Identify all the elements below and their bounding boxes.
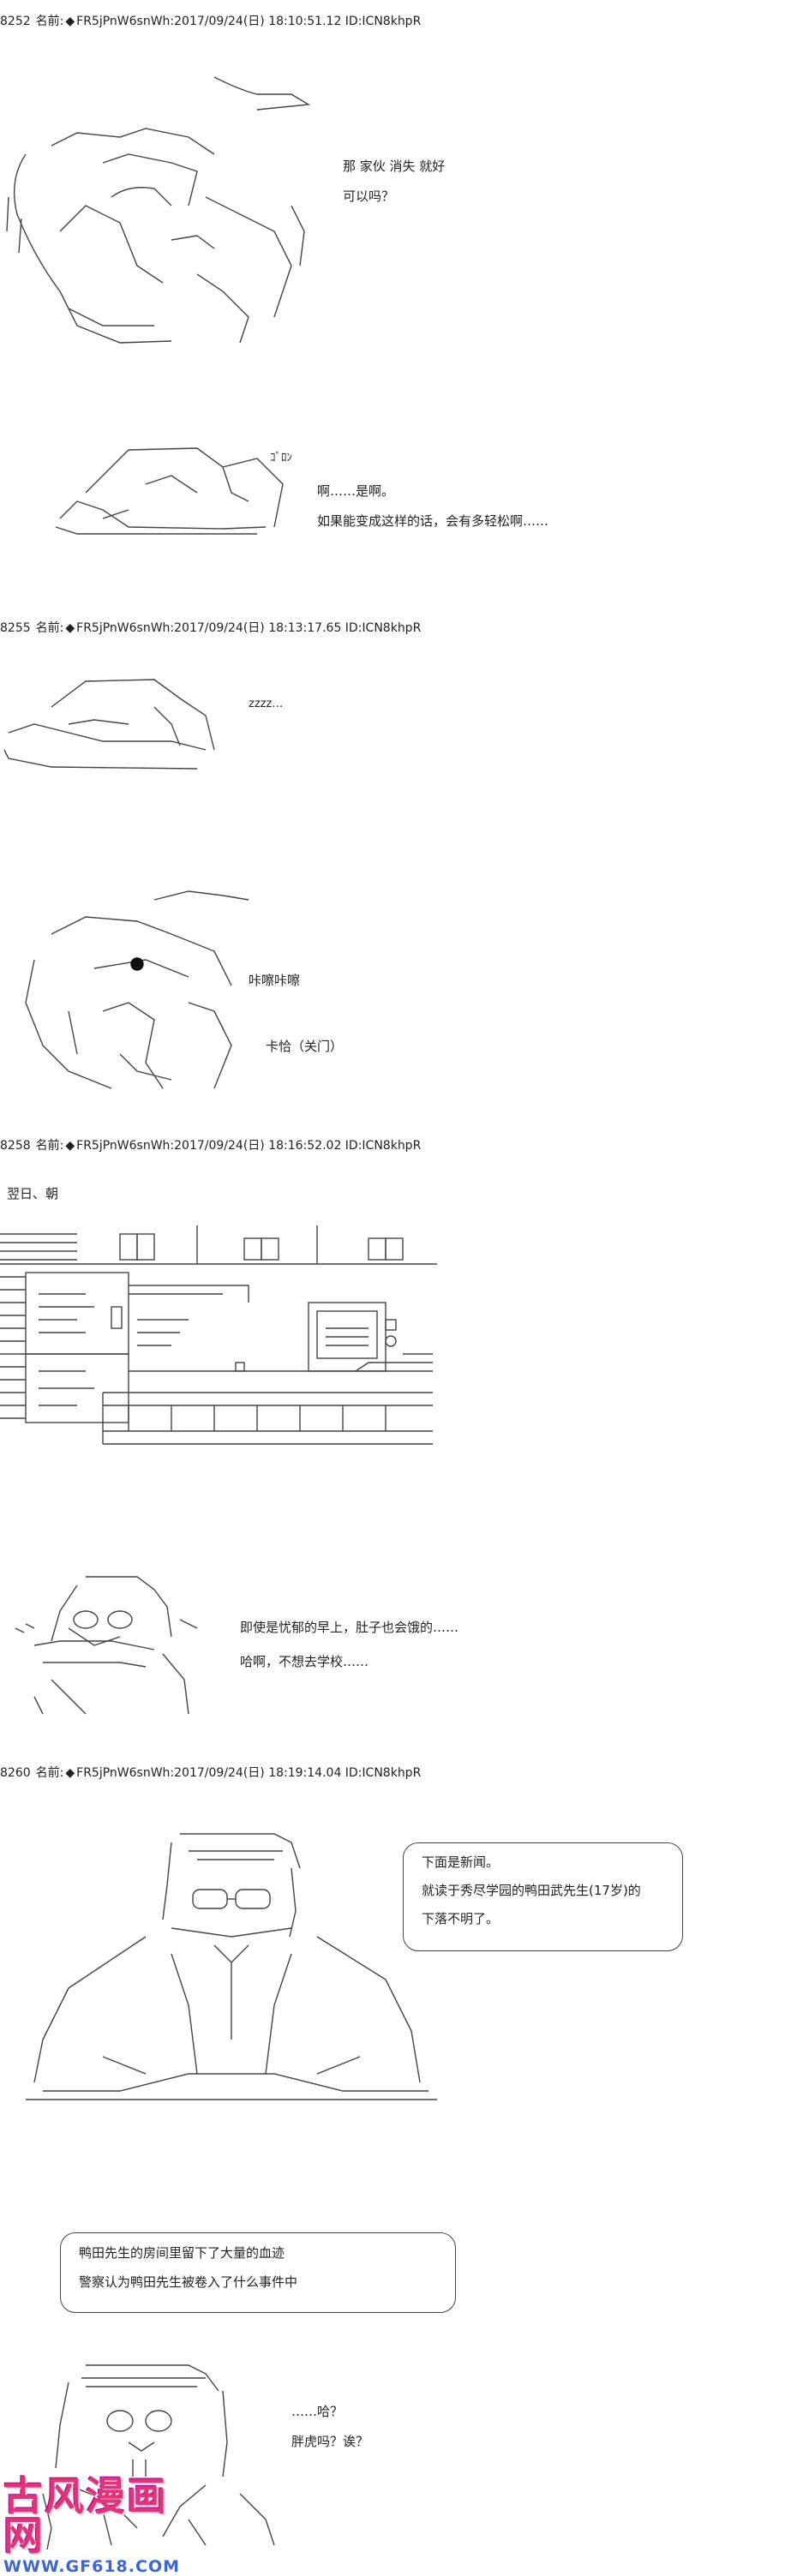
dialogue-line: 胖虎吗？诶？: [291, 2434, 369, 2449]
post-timestamp: :2017/09/24(日) 18:19:14.04 ID:ICN8khpR: [170, 1766, 422, 1780]
post-timestamp: :2017/09/24(日) 18:16:52.02 ID:ICN8khpR: [170, 1139, 422, 1153]
dialogue-line: 那 家伙 消失 就好: [343, 159, 446, 174]
post-name-label: 名前:: [35, 15, 64, 28]
news-line: 鸭田先生的房间里留下了大量的血迹: [79, 2245, 285, 2261]
dialogue-line: ……哈？: [291, 2404, 344, 2419]
post-trip: FR5jPnW6snWh: [76, 1766, 171, 1780]
dialogue-line: 哈啊，不想去学校……: [240, 1654, 369, 1669]
post-trip: FR5jPnW6snWh: [76, 15, 171, 28]
post-number: 8252: [0, 15, 31, 28]
post-header-8260: 8260 名前:◆FR5jPnW6snWh:2017/09/24(日) 18:19…: [0, 1764, 421, 1781]
news-speech-bubble: [403, 1842, 683, 1951]
sound-effect: ｺﾞﾛﾝ: [270, 452, 292, 464]
post-timestamp: :2017/09/24(日) 18:13:17.65 ID:ICN8khpR: [170, 621, 422, 635]
post-trip: FR5jPnW6snWh: [76, 621, 171, 635]
dialogue-line: 如果能变成这样的话，会有多轻松啊……: [317, 513, 549, 529]
news-line: 警察认为鸭田先生被卷入了什么事件中: [79, 2274, 298, 2290]
post-number: 8258: [0, 1139, 31, 1153]
dialogue-line: 可以吗？: [343, 189, 395, 204]
sound-effect: zzzz…: [249, 698, 284, 710]
ascii-art-door-figure: [25, 890, 249, 1089]
ascii-art-scythe-figure: [6, 76, 311, 344]
dialogue-line: 即使是忧郁的早上，肚子也会饿的……: [240, 1620, 459, 1635]
ascii-art-shocked-boy: [42, 2364, 275, 2550]
news-line: 下落不明了。: [422, 1911, 500, 1926]
post-header-8258: 8258 名前:◆FR5jPnW6snWh:2017/09/24(日) 18:16…: [0, 1136, 421, 1153]
news-line: 下面是新闻。: [422, 1854, 500, 1870]
ascii-art-sleeping-figure: [3, 679, 215, 770]
watermark-url: WWW.GF618.COM: [3, 2557, 180, 2576]
ascii-art-lying-figure: [55, 447, 284, 535]
watermark-brand: 古风漫画网: [3, 2473, 168, 2559]
ascii-art-sitting-boy: [15, 1576, 198, 1715]
post-name-label: 名前:: [35, 1139, 64, 1153]
scene-caption: 翌日、朝: [7, 1186, 59, 1201]
sound-effect: 卡恰（关门）: [266, 1039, 344, 1054]
ascii-art-newscaster: [26, 1833, 437, 2100]
news-speech-bubble: [60, 2232, 456, 2313]
post-number: 8255: [0, 621, 31, 635]
post-name-label: 名前:: [35, 1766, 64, 1780]
trip-diamond-icon: ◆: [65, 1766, 75, 1780]
post-timestamp: :2017/09/24(日) 18:10:51.12 ID:ICN8khpR: [170, 15, 422, 28]
trip-diamond-icon: ◆: [65, 1139, 75, 1153]
sound-effect: 咔嚓咔嚓: [249, 973, 301, 988]
post-header-8255: 8255 名前:◆FR5jPnW6snWh:2017/09/24(日) 18:13…: [0, 619, 421, 636]
trip-diamond-icon: ◆: [65, 15, 75, 28]
post-number: 8260: [0, 1766, 31, 1780]
post-header-8252: 8252 名前:◆FR5jPnW6snWh:2017/09/24(日) 18:10…: [0, 12, 421, 29]
news-line: 就读于秀尽学园的鸭田武先生(17岁)的: [422, 1883, 641, 1898]
ascii-art-room-scene: [0, 1225, 437, 1445]
post-name-label: 名前:: [35, 621, 64, 635]
post-trip: FR5jPnW6snWh: [76, 1139, 171, 1153]
doorknob-icon: [130, 957, 144, 971]
site-watermark: 古风漫画网 WWW.GF618.COM: [3, 2477, 183, 2576]
dialogue-line: 啊……是啊。: [317, 483, 395, 499]
trip-diamond-icon: ◆: [65, 621, 75, 635]
